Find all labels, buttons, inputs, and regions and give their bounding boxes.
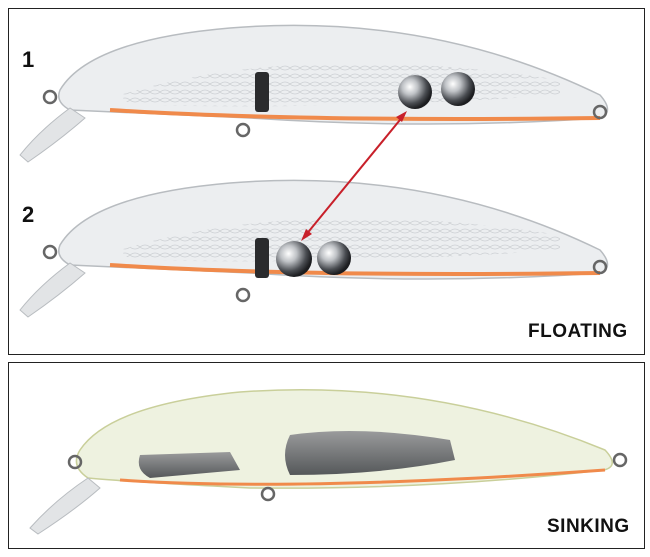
arrow [301, 111, 407, 241]
steel-ball-icon [441, 72, 475, 106]
steel-ball-icon [276, 241, 312, 277]
lead-weight-icon [285, 431, 455, 475]
lead-weight-icon [138, 452, 240, 478]
floating-label: FLOATING [528, 321, 628, 342]
sinking-label: SINKING [547, 516, 630, 537]
magnet-weight-icon [255, 238, 269, 278]
lure-1 [18, 23, 610, 165]
lure-number-2: 2 [22, 202, 35, 227]
lure-sinking [29, 388, 628, 535]
sinking-panel [8, 362, 645, 549]
lure-number-1: 1 [22, 47, 35, 72]
steel-ball-icon [317, 241, 351, 275]
magnet-weight-icon [255, 72, 269, 112]
floating-panel [8, 8, 645, 355]
steel-ball-icon [398, 75, 432, 109]
lure-2 [18, 178, 610, 319]
